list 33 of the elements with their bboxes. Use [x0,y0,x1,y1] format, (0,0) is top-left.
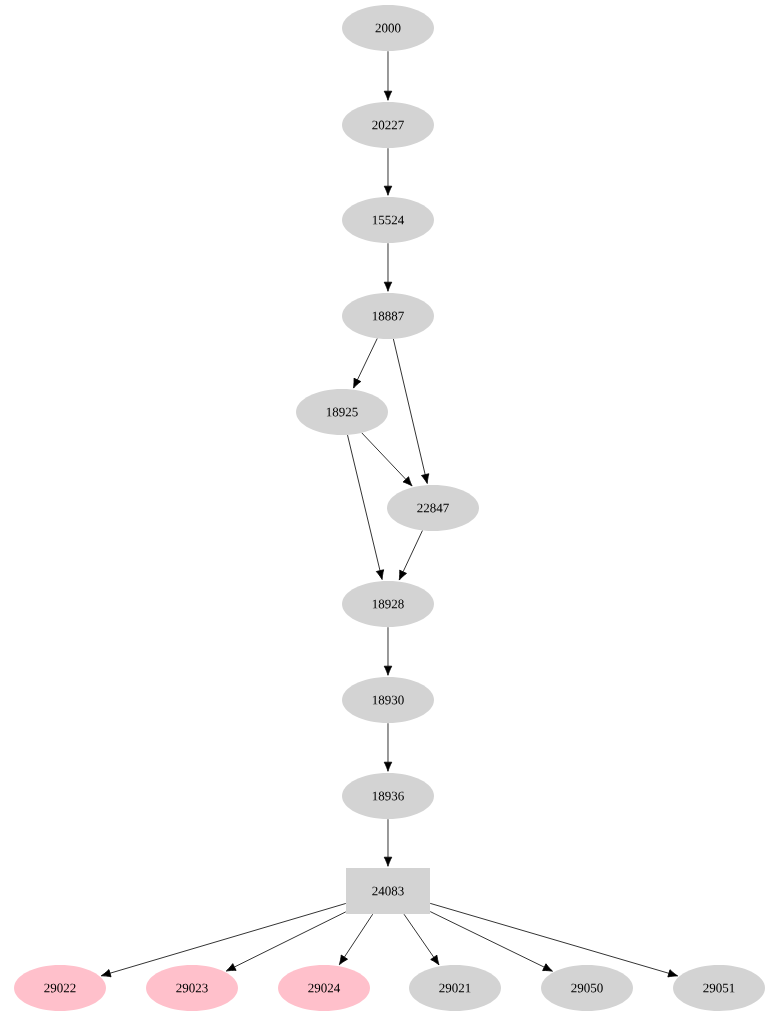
ellipse-node: 29024 [278,965,370,1011]
ellipse-node: 29023 [146,965,238,1011]
arrow [100,903,347,978]
ellipse-node: 2000 [342,5,434,51]
arrow [383,242,393,292]
arrow [383,147,393,196]
arrow [403,913,440,966]
arrow [361,432,413,487]
ellipse-node: 29022 [14,965,106,1011]
arrow [383,818,393,867]
ellipse-node: 29050 [541,965,633,1011]
ellipse-node: 15524 [342,197,434,243]
arrow [429,902,679,978]
arrow [347,434,385,580]
ellipse-node: 29051 [673,965,765,1011]
arrow [398,530,423,581]
box-node: 24083 [346,868,430,914]
arrow [353,338,378,389]
ellipse-node: 18887 [342,293,434,339]
arrow [383,626,393,676]
ellipse-node: 20227 [342,102,434,148]
arrow [429,911,553,972]
ellipse-node: 29021 [409,965,501,1011]
ellipse-node: 18930 [342,677,434,723]
ellipse-node: 18925 [296,389,388,435]
arrow [393,338,430,484]
ellipse-node: 18936 [342,773,434,819]
arrow [338,913,374,966]
arrow [225,911,347,972]
arrow [383,722,393,772]
arrow [383,50,393,101]
ellipse-node: 22847 [387,485,479,531]
ellipse-node: 18928 [342,581,434,627]
